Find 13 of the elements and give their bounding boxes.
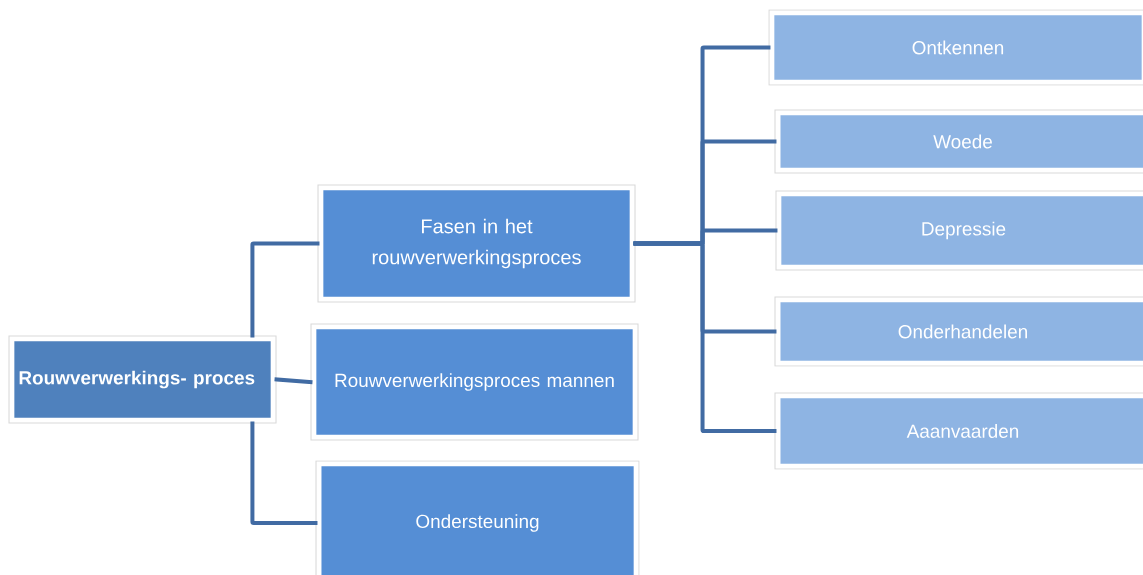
connector-line (250, 241, 320, 338)
process-box: Woede (774, 109, 1143, 174)
connector-line (250, 421, 318, 525)
process-box: Rouwverwerkings- proces (8, 335, 277, 424)
process-box: Onderhandelen (774, 296, 1143, 367)
connector-line (633, 241, 777, 433)
process-box: Ondersteuning (315, 460, 640, 575)
process-box: Aaanvaarden (774, 392, 1143, 470)
connector-line (274, 377, 313, 384)
process-box: Ontkennen (768, 9, 1143, 86)
process-box: Rouwverwerkingsproces mannen (310, 323, 639, 441)
process-box: Fasen in het rouwverwerkingsproces (317, 184, 636, 303)
process-box: Depressie (775, 190, 1143, 271)
